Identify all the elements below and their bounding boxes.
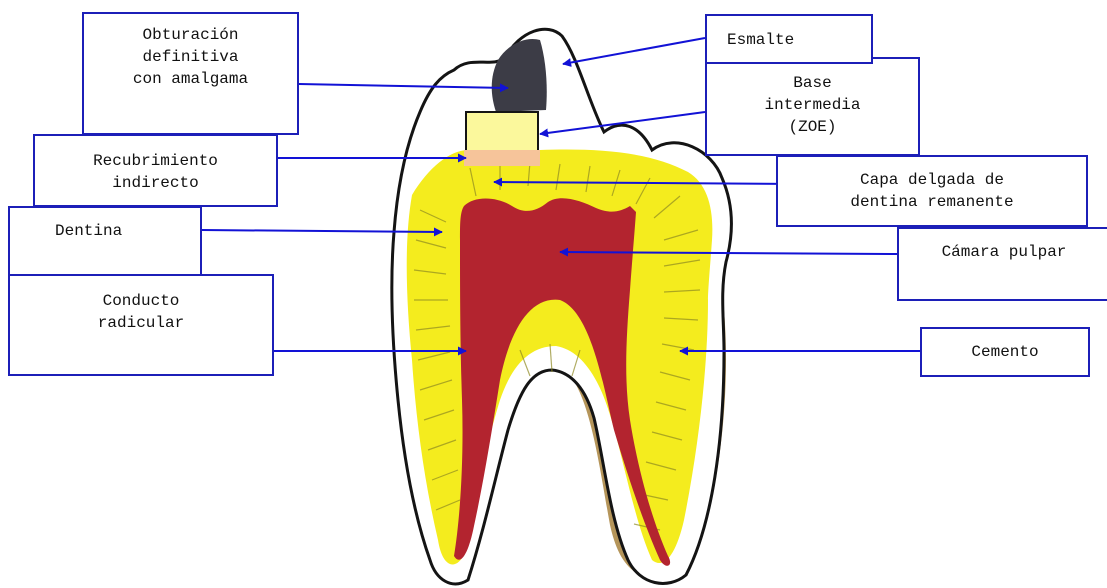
label-text: Conducto bbox=[10, 290, 272, 312]
label-dentina: Dentina bbox=[8, 206, 202, 278]
label-text: intermedia bbox=[707, 94, 918, 116]
label-text: indirecto bbox=[35, 172, 276, 194]
arrow-esmalte bbox=[563, 38, 705, 64]
label-text: Cámara pulpar bbox=[899, 241, 1107, 263]
label-esmalte: Esmalte bbox=[705, 14, 873, 64]
label-text: radicular bbox=[10, 312, 272, 334]
label-text: Recubrimiento bbox=[35, 150, 276, 172]
indirect-pulp-cap bbox=[464, 150, 540, 166]
label-base-intermedia: Base intermedia (ZOE) bbox=[705, 57, 920, 156]
label-camara-pulpar: Cámara pulpar bbox=[897, 227, 1107, 301]
label-text: Base bbox=[707, 72, 918, 94]
label-text: dentina remanente bbox=[778, 191, 1086, 213]
label-conducto-radicular: Conducto radicular bbox=[8, 274, 274, 376]
label-text: definitiva bbox=[84, 46, 297, 68]
label-text: Cemento bbox=[922, 341, 1088, 363]
label-text: con amalgama bbox=[84, 68, 297, 90]
label-text: Esmalte bbox=[727, 29, 871, 51]
label-text: (ZOE) bbox=[707, 116, 918, 138]
label-text: Obturación bbox=[84, 24, 297, 46]
zoe-base bbox=[466, 112, 538, 152]
label-obturacion-definitiva: Obturación definitiva con amalgama bbox=[82, 12, 299, 135]
label-text: Dentina bbox=[55, 220, 200, 242]
amalgam-filling bbox=[492, 39, 547, 112]
label-text: Capa delgada de bbox=[778, 169, 1086, 191]
label-cemento: Cemento bbox=[920, 327, 1090, 377]
label-capa-delgada-dentina: Capa delgada de dentina remanente bbox=[776, 155, 1088, 227]
label-recubrimiento-indirecto: Recubrimiento indirecto bbox=[33, 134, 278, 207]
